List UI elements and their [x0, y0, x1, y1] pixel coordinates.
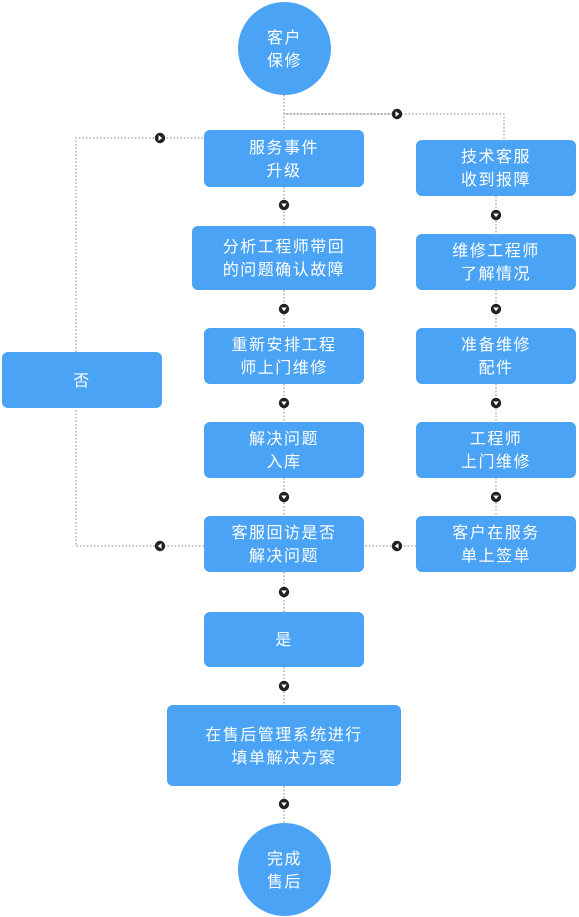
- arrow-left-icon: [391, 540, 403, 552]
- node-prepare-line2: 配件: [478, 358, 514, 377]
- node-no-label: 否: [73, 370, 91, 390]
- arrow-left-icon: [154, 540, 166, 552]
- node-start: 客户 保修: [238, 2, 331, 95]
- node-reassign-line2: 师上门维修: [240, 358, 328, 377]
- node-analyze: 分析工程师带回 的问题确认故障: [192, 226, 376, 290]
- node-end-line1: 完成: [266, 848, 302, 868]
- node-prepare-line1: 准备维修: [460, 335, 531, 354]
- node-record: 在售后管理系统进行 填单解决方案: [167, 705, 401, 786]
- node-sign: 客户在服务 单上签单: [416, 516, 576, 572]
- connector-no-to-escalate: [75, 137, 204, 352]
- node-resolve-line1: 解决问题: [248, 429, 319, 448]
- node-resolve-line2: 入库: [266, 452, 302, 471]
- arrow-right-icon: [154, 132, 166, 144]
- node-understand: 维修工程师 了解情况: [416, 234, 576, 290]
- node-escalate: 服务事件 升级: [204, 130, 364, 187]
- node-sign-line1: 客户在服务: [452, 523, 540, 542]
- node-reassign: 重新安排工程 师上门维修: [204, 328, 364, 384]
- arrow-down-icon: [278, 680, 290, 692]
- connector-receive-to-escalate: [283, 113, 397, 130]
- arrow-down-icon: [490, 397, 502, 409]
- node-start-line2: 保修: [266, 50, 302, 70]
- node-end: 完成 售后: [238, 823, 331, 916]
- node-reassign-line1: 重新安排工程: [231, 335, 337, 354]
- node-followup-line1: 客服回访是否: [231, 523, 337, 542]
- node-understand-line1: 维修工程师: [452, 241, 540, 260]
- arrow-down-icon: [278, 491, 290, 503]
- node-receive-line1: 技术客服: [460, 147, 531, 166]
- arrow-down-icon: [278, 586, 290, 598]
- node-record-line1: 在售后管理系统进行: [205, 724, 363, 744]
- arrow-down-icon: [490, 303, 502, 315]
- node-yes: 是: [204, 612, 364, 667]
- node-analyze-line1: 分析工程师带回: [222, 237, 346, 256]
- arrow-markers: [154, 108, 502, 810]
- arrow-down-icon: [278, 397, 290, 409]
- node-end-line2: 售后: [266, 871, 302, 891]
- arrow-down-icon: [490, 491, 502, 503]
- node-receive: 技术客服 收到报障: [416, 140, 576, 196]
- connector-start-to-receive: [283, 95, 505, 140]
- node-followup: 客服回访是否 解决问题: [204, 516, 364, 572]
- node-start-line1: 客户: [266, 27, 302, 47]
- node-sign-line2: 单上签单: [460, 546, 531, 565]
- arrow-right-icon: [391, 108, 403, 120]
- node-understand-line2: 了解情况: [460, 264, 531, 283]
- node-onsite: 工程师 上门维修: [416, 422, 576, 478]
- node-escalate-line1: 服务事件: [248, 137, 319, 157]
- node-yes-label: 是: [275, 630, 293, 649]
- arrow-down-icon: [490, 209, 502, 221]
- node-onsite-line1: 工程师: [469, 429, 523, 448]
- connector-followup-to-no: [75, 408, 204, 547]
- arrow-down-icon: [278, 798, 290, 810]
- node-no: 否: [2, 352, 162, 408]
- node-prepare: 准备维修 配件: [416, 328, 576, 384]
- node-resolve: 解决问题 入库: [204, 422, 364, 478]
- node-record-line2: 填单解决方案: [231, 747, 337, 767]
- node-receive-line2: 收到报障: [460, 170, 531, 189]
- arrow-down-icon: [278, 303, 290, 315]
- arrow-down-icon: [278, 199, 290, 211]
- node-analyze-line2: 的问题确认故障: [222, 260, 346, 279]
- node-onsite-line2: 上门维修: [460, 452, 531, 471]
- node-escalate-line2: 升级: [266, 160, 302, 180]
- node-followup-line2: 解决问题: [248, 546, 319, 565]
